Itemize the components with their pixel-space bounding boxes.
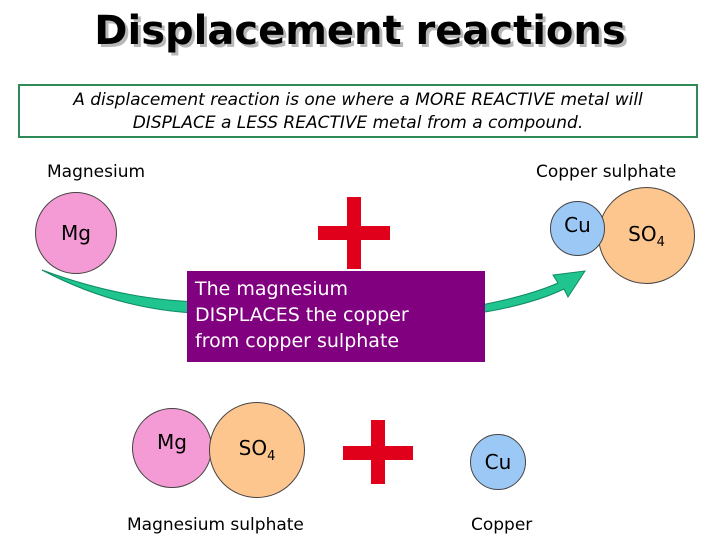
product-magnesium-symbol: Mg <box>157 430 187 454</box>
product-sulphate-symbol: SO4 <box>238 436 276 464</box>
product-copper-atom: Cu <box>470 434 526 490</box>
product-sulphate-ion: SO4 <box>209 402 305 498</box>
plus-sign-bottom <box>343 420 413 484</box>
copper-label: Copper <box>471 515 533 535</box>
magnesium-sulphate-label: Magnesium sulphate <box>127 515 304 535</box>
page-title: Displacement reactions <box>94 8 626 54</box>
definition-line-1: A displacement reaction is one where a M… <box>73 90 643 110</box>
magnesium-symbol: Mg <box>61 221 91 245</box>
definition-box: A displacement reaction is one where a M… <box>18 84 698 138</box>
plus-sign-top <box>318 197 390 269</box>
explanation-line-2: DISPLACES the copper <box>195 304 409 326</box>
definition-line-2: DISPLACE a LESS REACTIVE metal from a co… <box>132 113 584 133</box>
copper-atom: Cu <box>550 201 605 256</box>
product-magnesium-atom: Mg <box>132 408 212 488</box>
magnesium-label: Magnesium <box>47 162 146 182</box>
explanation-line-3: from copper sulphate <box>195 330 400 352</box>
explanation-line-1: The magnesium <box>195 278 349 300</box>
copper-symbol: Cu <box>564 212 591 237</box>
product-copper-symbol: Cu <box>484 450 512 474</box>
explanation-box: The magnesium DISPLACES the copper from … <box>187 271 485 362</box>
sulphate-ion: SO4 <box>598 187 695 284</box>
sulphate-symbol: SO4 <box>628 221 665 250</box>
magnesium-atom: Mg <box>35 192 117 274</box>
copper-sulphate-label: Copper sulphate <box>536 162 677 182</box>
